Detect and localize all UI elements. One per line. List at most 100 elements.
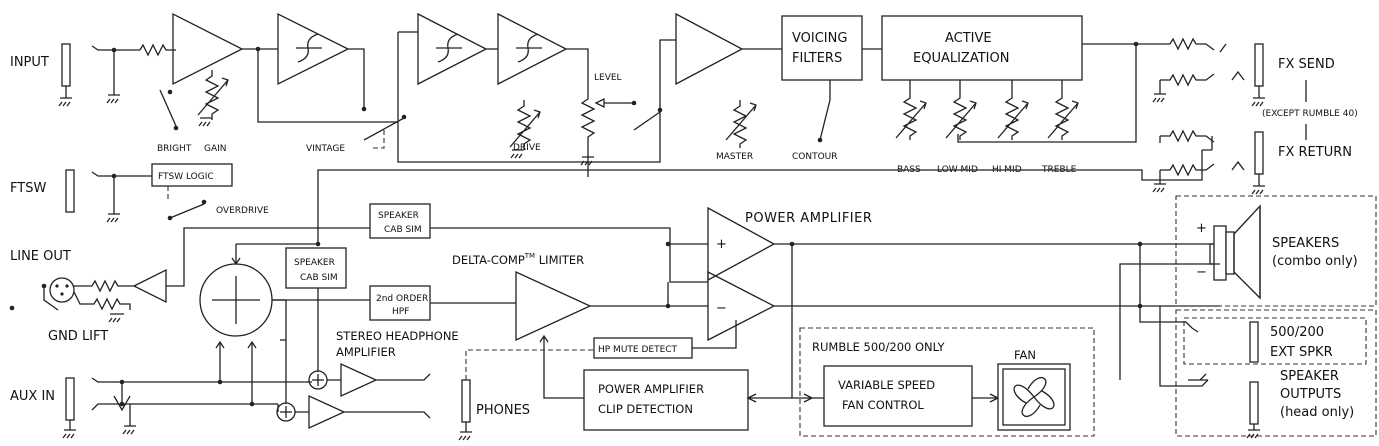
active-eq-label-2: EQUALIZATION: [913, 51, 1009, 66]
fx-send-jack: [1254, 43, 1264, 87]
power-amp-label: POWER AMPLIFIER: [745, 211, 872, 226]
input-label: INPUT: [10, 55, 49, 70]
hpf-box: [369, 285, 431, 321]
input-section: INPUT BRIGHT GAIN VINTAGE: [10, 12, 407, 154]
pa-clip-label-2: CLIP DETECTION: [598, 402, 693, 416]
fan-control-label-1: VARIABLE SPEED: [838, 378, 935, 392]
speaker-cab-sim-bottom: [285, 247, 347, 289]
except-rumble-label: (EXCEPT RUMBLE 40): [1262, 109, 1358, 119]
speaker-cab-sim-top-label-1: SPEAKER: [378, 211, 419, 221]
aux-in-label: AUX IN: [10, 389, 55, 404]
line-out-xlr: [49, 277, 75, 303]
voicing-label-2: FILTERS: [792, 51, 842, 66]
fx-send-label: FX SEND: [1278, 57, 1335, 72]
power-amp-plus: [707, 206, 776, 282]
pa-clip-detection-box: [583, 369, 749, 431]
drive-section: DRIVE LEVEL: [397, 12, 663, 177]
speakers-label-1: SPEAKERS: [1272, 236, 1339, 251]
master-label: MASTER: [716, 152, 753, 162]
speaker-outputs-label-3: (head only): [1280, 405, 1354, 420]
spk-minus-label: −: [1196, 265, 1207, 280]
master-triangle: [675, 12, 744, 86]
clip-fan-section: POWER AMPLIFIER CLIP DETECTION RUMBLE 50…: [539, 327, 1095, 437]
rumble-500-200-only-label: RUMBLE 500/200 ONLY: [812, 340, 946, 354]
pa-clip-label-1: POWER AMPLIFIER: [598, 382, 704, 396]
power-amp-minus-sign: −: [716, 301, 727, 316]
fx-return-label: FX RETURN: [1278, 145, 1352, 160]
speaker-cab-sim-top: [369, 203, 431, 239]
delta-comp-label: DELTA-COMPTM LIMITER: [452, 252, 584, 267]
stereo-hp-amp-label-2: AMPLIFIER: [336, 345, 396, 359]
line-out-buffer: [132, 268, 167, 304]
speaker-outputs-label-1: SPEAKER: [1280, 369, 1339, 384]
gain-pot: [198, 70, 220, 127]
hp-mute-detect-label: HP MUTE DETECT: [598, 345, 678, 355]
ext-spkr-label-2: EXT SPKR: [1270, 345, 1333, 360]
spk-plus-label: +: [1196, 221, 1207, 236]
speakers-label-2: (combo only): [1272, 254, 1358, 269]
speaker-cab-sim-bottom-label-1: SPEAKER: [294, 258, 335, 268]
hpf-label-2: HPF: [392, 307, 409, 317]
speaker-section: + − SPEAKERS (combo only) 500/200 EXT SP…: [1119, 195, 1377, 439]
phones-label: PHONES: [476, 403, 530, 418]
line-out-label: LINE OUT: [10, 249, 71, 264]
ext-spkr-label-1: 500/200: [1270, 325, 1324, 340]
active-eq-label-1: ACTIVE: [945, 31, 992, 46]
clipper-triangle-1: [277, 12, 350, 86]
contour-label: CONTOUR: [792, 152, 838, 162]
bright-switch: [159, 89, 177, 127]
fx-return-jack: [1254, 131, 1264, 175]
level-pot: [566, 48, 596, 177]
voicing-label-1: VOICING: [792, 31, 847, 46]
rumble-500-200-boundary: [799, 327, 1095, 437]
ftsw-section: FTSW FTSW LOGIC OVERDRIVE: [10, 163, 269, 223]
speaker-outputs-jack: [1249, 381, 1259, 425]
headphone-section: STEREO HEADPHONE AMPLIFIER PHONES HP MUT…: [276, 288, 737, 441]
phones-jack: [461, 379, 471, 423]
master-pot: [732, 100, 748, 148]
drive-pot: [510, 100, 532, 159]
gnd-lift-label: GND LIFT: [48, 329, 108, 344]
head-only-boundary: [1175, 309, 1377, 437]
speaker-outputs-label-2: OUTPUTS: [1280, 387, 1341, 402]
ftsw-jack: [65, 169, 75, 213]
ftsw-label: FTSW: [10, 181, 46, 196]
tone-section: MASTER VOICING FILTERS CONTOUR ACTIVE EQ…: [659, 12, 1083, 175]
combo-only-boundary: [1175, 195, 1377, 307]
power-section: DELTA-COMPTM LIMITER POWER AMPLIFIER + −: [452, 206, 1220, 398]
active-eq-box: [881, 15, 1083, 81]
speaker-magnet: [1213, 225, 1227, 281]
ftsw-logic-label: FTSW LOGIC: [158, 172, 214, 182]
clipper-triangle-2: [417, 12, 488, 86]
level-label: LEVEL: [594, 73, 622, 83]
speaker-cab-sim-top-label-2: CAB SIM: [384, 225, 422, 235]
fan-label: FAN: [1014, 348, 1036, 362]
power-amp-plus-sign: +: [716, 237, 727, 252]
fan-control-box: [823, 365, 973, 427]
input-jack: [61, 43, 71, 87]
overdrive-label: OVERDRIVE: [216, 206, 269, 216]
voicing-filters-box: [781, 15, 863, 81]
vintage-label: VINTAGE: [306, 144, 345, 154]
ext-spkr-boundary: [1183, 317, 1367, 365]
eq-pots: [895, 80, 1079, 140]
speaker-coil: [1225, 231, 1235, 275]
fan-control-label-2: FAN CONTROL: [842, 398, 924, 412]
power-amp-minus: [707, 270, 776, 342]
hp-amp-1: [340, 362, 378, 398]
hpf-label-1: 2nd ORDER: [376, 294, 428, 304]
input-resistor: [139, 43, 176, 57]
hp-amp-2: [308, 394, 346, 430]
aux-in-section: AUX IN: [10, 340, 312, 439]
limiter-triangle: [515, 270, 592, 342]
clipper-triangle-3: [497, 12, 568, 86]
ftsw-logic-box: [151, 163, 233, 187]
aux-in-jack: [65, 377, 75, 421]
preamp-triangle: [172, 12, 244, 86]
bright-label: BRIGHT: [157, 144, 192, 154]
speaker-cone: [1233, 204, 1261, 300]
speaker-cab-sim-bottom-label-2: CAB SIM: [300, 273, 338, 283]
line-out-section: LINE OUT GND LIFT SPEAKER CAB SIM SPEAKE…: [9, 203, 708, 344]
ext-spkr-jack: [1249, 321, 1259, 363]
